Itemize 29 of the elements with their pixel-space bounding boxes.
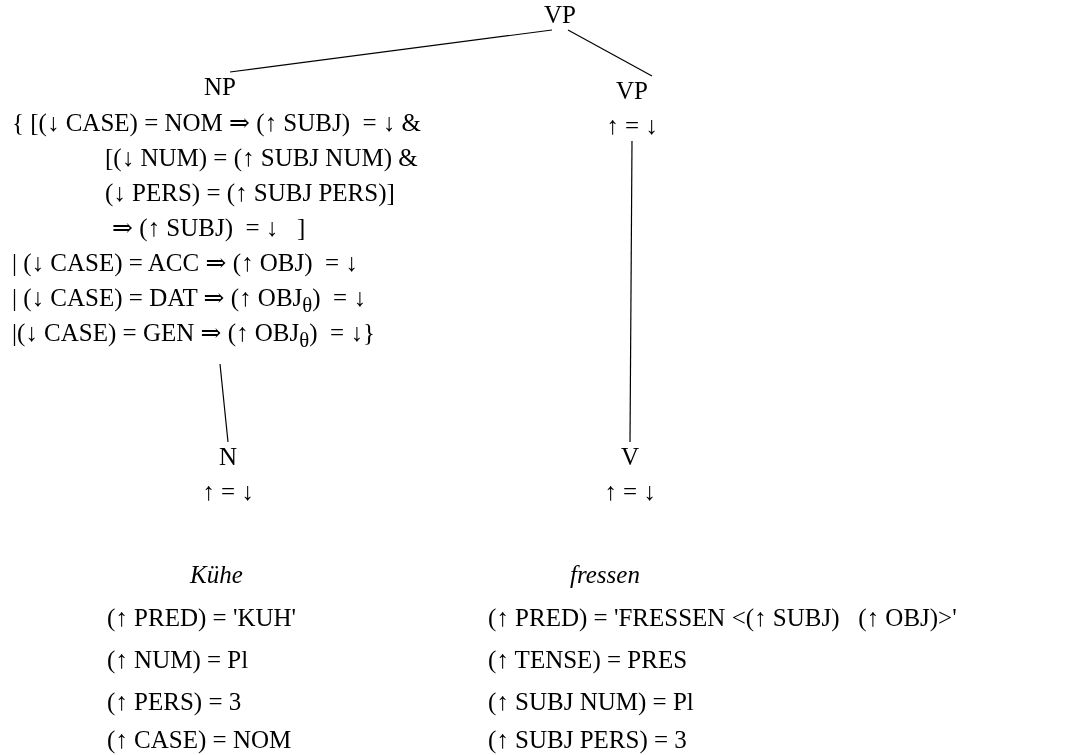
tree-branch bbox=[229, 29, 553, 73]
word-form: fressen bbox=[570, 560, 640, 590]
feature-equation: { [(↓ CASE) = NOM ⇒ (↑ SUBJ) = ↓ & bbox=[12, 108, 422, 138]
feature-equation: |(↓ CASE) = GEN ⇒ (↑ OBJ$_{θ}$) = ↓} bbox=[12, 318, 375, 354]
feature-equation: (↑ PRED) = 'FRESSEN <(↑ SUBJ) (↑ OBJ)>' bbox=[488, 603, 957, 633]
feature-equation: ↑ = ↓ bbox=[202, 477, 254, 507]
feature-equation: (↑ SUBJ NUM) = Pl bbox=[488, 687, 694, 717]
category-label: NP bbox=[204, 72, 236, 102]
feature-equation: (↑ PERS) = 3 bbox=[107, 687, 242, 717]
feature-equation: (↑ TENSE) = PRES bbox=[488, 645, 688, 675]
category-label: VP bbox=[544, 0, 576, 30]
feature-equation: (↑ CASE) = NOM bbox=[107, 725, 292, 755]
feature-equation: (↓ PERS) = (↑ SUBJ PERS)] bbox=[105, 178, 395, 208]
feature-equation: ⇒ (↑ SUBJ) = ↓ ] bbox=[112, 213, 306, 243]
feature-equation: | (↓ CASE) = DAT ⇒ (↑ OBJ$_{θ}$) = ↓ bbox=[12, 283, 366, 319]
tree-branch bbox=[567, 29, 653, 77]
feature-equation: ↑ = ↓ bbox=[604, 477, 656, 507]
category-label: V bbox=[620, 442, 640, 472]
word-form: Kühe bbox=[190, 560, 243, 590]
feature-equation: [(↓ NUM) = (↑ SUBJ NUM) & bbox=[105, 143, 418, 173]
feature-equation: ↑ = ↓ bbox=[606, 111, 658, 141]
category-label: N bbox=[218, 442, 238, 472]
feature-equation: (↑ NUM) = Pl bbox=[107, 645, 249, 675]
feature-equation: (↑ PRED) = 'KUH' bbox=[107, 603, 297, 633]
feature-equation: | (↓ CASE) = ACC ⇒ (↑ OBJ) = ↓ bbox=[12, 248, 358, 278]
feature-equation: (↑ SUBJ PERS) = 3 bbox=[488, 725, 687, 755]
tree-branch bbox=[219, 363, 229, 443]
category-label: VP bbox=[616, 76, 648, 106]
tree-branch bbox=[629, 140, 633, 443]
